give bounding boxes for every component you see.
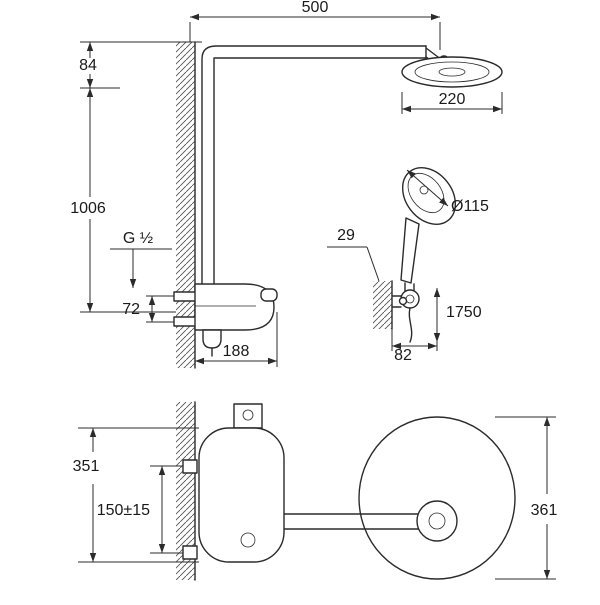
dim-84-1006: 84 1006 (70, 41, 202, 313)
dim-line (406, 169, 449, 207)
valve-body-plan (198, 427, 285, 563)
dim-188-label: 188 (223, 343, 250, 360)
head-shower-outer (401, 56, 503, 88)
dim-150-label: 150±15 (97, 502, 150, 519)
wall-hatch (176, 42, 195, 368)
head-shower-center (438, 67, 466, 77)
dim-351-label: 351 (73, 458, 100, 475)
dim-29-label: 29 (337, 227, 355, 244)
handshower-neck (404, 282, 415, 292)
riser-pipe-inner (213, 57, 427, 287)
handshower-handle (400, 217, 420, 284)
dim-500: 500 (189, 0, 441, 50)
dim-72: 72 (122, 295, 174, 323)
head-shower-face (414, 61, 490, 83)
shower-arm-plan (283, 513, 425, 530)
wall-hatch (176, 402, 195, 580)
side-view: 500 84 1006 G ½ 72 (70, 0, 503, 369)
thread-callout: G ½ (110, 230, 172, 288)
valve-top-port (242, 409, 254, 421)
dim-500-label: 500 (302, 0, 329, 16)
valve-outlet-spout (202, 329, 222, 349)
valve-detail-circle (240, 532, 256, 548)
handshower-head-outer (401, 167, 457, 225)
hose-line (408, 307, 413, 343)
inlet-connection-lower (182, 545, 198, 560)
arm-joint-inner (428, 512, 446, 530)
valve-control-knob (260, 288, 278, 302)
dim-o115-label: Ø115 (451, 198, 489, 215)
dim-82-label: 82 (394, 347, 412, 364)
dim-1006-label: 1006 (70, 200, 106, 217)
callout-leader (366, 246, 380, 282)
dim-361-label: 361 (531, 502, 558, 519)
dim-220-label: 220 (439, 91, 466, 108)
dim-361: 361 (495, 416, 558, 580)
valve-top-connector (233, 403, 263, 429)
arm-joint-outer (416, 500, 458, 542)
dim-29: 29 (327, 227, 380, 282)
thread-g12-label: G ½ (123, 230, 153, 247)
bracket-holder (391, 295, 402, 308)
dim-84-label: 84 (79, 57, 97, 74)
riser-pipe-outer (201, 45, 427, 287)
bracket-pivot (398, 296, 408, 306)
valve-body-side (194, 283, 275, 331)
dim-115: Ø115 (406, 169, 489, 215)
dim-72-label: 72 (122, 301, 140, 318)
dim-220: 220 (401, 91, 503, 114)
dim-188: 188 (195, 312, 278, 367)
dim-150: 150±15 (97, 465, 183, 554)
dim-1750-label: 1750 (446, 304, 482, 321)
inlet-connection-upper (182, 459, 198, 474)
plan-view: 351 150±15 361 (73, 401, 558, 581)
bracket-wall-hatch (373, 281, 392, 329)
head-shower-plan (358, 416, 516, 580)
dim-82: 82 (391, 329, 438, 364)
dim-351: 351 (73, 427, 199, 563)
dim-1750: 1750 (433, 288, 482, 342)
